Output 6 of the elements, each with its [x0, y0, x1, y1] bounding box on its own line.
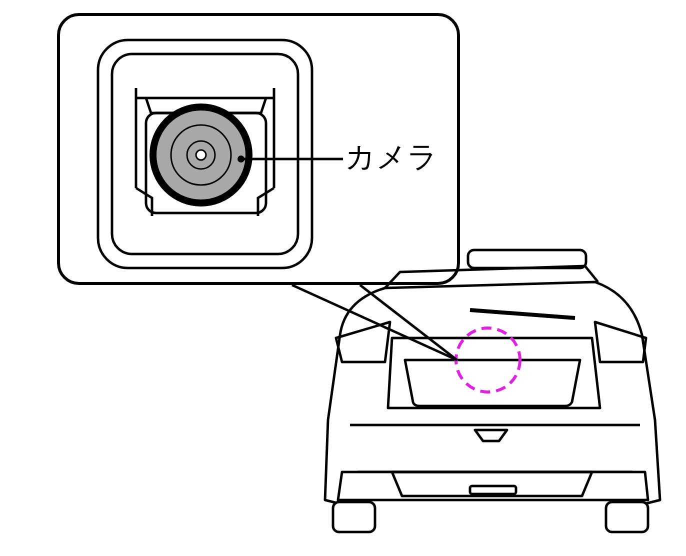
leader-line	[238, 156, 343, 162]
camera-lens	[149, 103, 253, 207]
highlight-circle	[456, 328, 520, 392]
camera-label: カメラ	[345, 143, 438, 173]
callout-pointer	[290, 284, 458, 362]
callout-panel	[57, 13, 460, 285]
